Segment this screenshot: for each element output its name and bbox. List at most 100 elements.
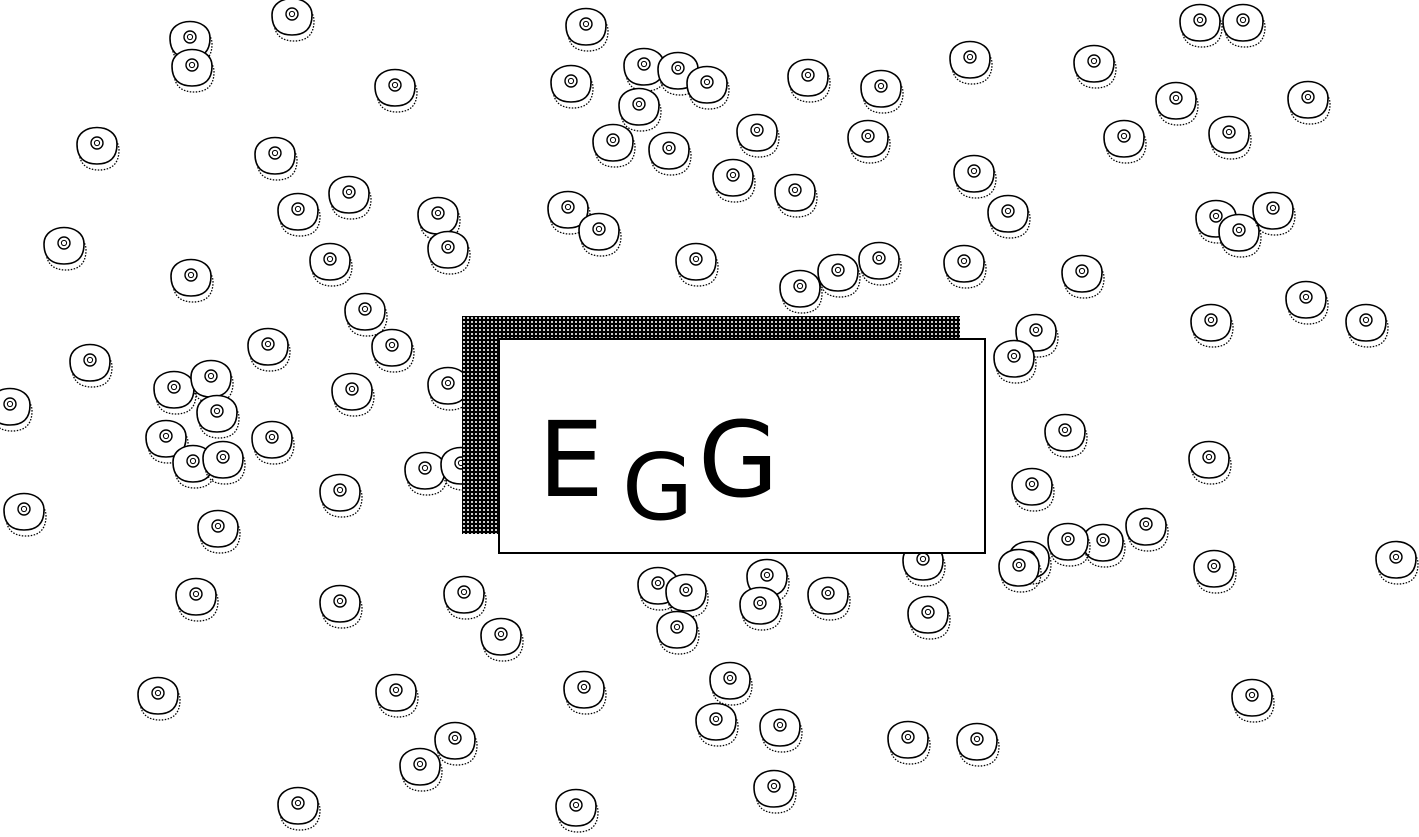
egg-sprite — [987, 194, 1031, 239]
egg-sprite — [331, 372, 375, 417]
egg-sprite — [1044, 413, 1088, 458]
egg-sprite — [623, 47, 667, 92]
game-title: E G G — [500, 340, 984, 552]
egg-sprite — [695, 702, 739, 747]
egg-sprite — [319, 473, 363, 518]
egg-sprite — [1285, 280, 1329, 325]
egg-sprite — [817, 253, 861, 298]
egg-sprite — [860, 69, 904, 114]
egg-sprite — [847, 119, 891, 164]
egg-sprite — [1345, 303, 1389, 348]
egg-sprite — [69, 343, 113, 388]
egg-sprite — [169, 20, 213, 65]
egg-sprite — [1125, 507, 1169, 552]
egg-sprite — [648, 131, 692, 176]
title-letter-g-small: G — [622, 434, 694, 541]
egg-sprite — [434, 721, 478, 766]
egg-sprite — [76, 126, 120, 171]
egg-sprite — [759, 708, 803, 753]
egg-sprite — [175, 577, 219, 622]
egg-sprite — [1155, 81, 1199, 126]
egg-sprite — [1179, 3, 1223, 48]
egg-sprite — [1375, 540, 1419, 585]
egg-sprite — [427, 230, 471, 275]
egg-sprite — [344, 292, 388, 337]
egg-sprite — [251, 420, 295, 465]
egg-sprite — [309, 242, 353, 287]
egg-sprite — [1231, 678, 1275, 723]
egg-sprite — [43, 226, 87, 271]
egg-sprite — [137, 676, 181, 721]
egg-sprite — [170, 258, 214, 303]
egg-sprite — [247, 327, 291, 372]
egg-sprite — [993, 339, 1037, 384]
egg-sprite — [943, 244, 987, 289]
egg-sprite — [374, 68, 418, 113]
egg-sprite — [1103, 119, 1147, 164]
egg-sprite — [709, 661, 753, 706]
egg-sprite — [1193, 549, 1237, 594]
egg-sprite — [555, 788, 599, 833]
egg-sprite — [592, 123, 636, 168]
egg-sprite — [319, 584, 363, 629]
egg-sprite — [277, 786, 321, 831]
egg-sprite — [1082, 523, 1126, 568]
egg-sprite — [953, 154, 997, 199]
egg-sprite — [1287, 80, 1331, 125]
egg-sprite — [375, 673, 419, 718]
egg-sprite — [399, 747, 443, 792]
egg-sprite — [739, 586, 783, 631]
egg-sprite — [807, 576, 851, 621]
egg-sprite — [907, 595, 951, 640]
title-card: E G G — [498, 338, 986, 554]
egg-sprite — [197, 509, 241, 554]
egg-sprite — [998, 548, 1042, 593]
egg-sprite — [254, 136, 298, 181]
egg-sprite — [417, 196, 461, 241]
egg-sprite — [563, 670, 607, 715]
egg-sprite — [578, 212, 622, 257]
egg-sprite — [675, 242, 719, 287]
egg-sprite — [480, 617, 524, 662]
egg-sprite — [328, 175, 372, 220]
egg-sprite — [712, 158, 756, 203]
egg-sprite — [371, 328, 415, 373]
egg-sprite — [153, 370, 197, 415]
title-letter-g-large: G — [698, 399, 779, 521]
egg-sprite — [171, 48, 215, 93]
title-letter-e: E — [538, 399, 604, 521]
egg-sprite — [1073, 44, 1117, 89]
egg-sprite — [196, 394, 240, 439]
egg-sprite — [0, 387, 33, 432]
egg-sprite — [774, 173, 818, 218]
egg-sprite — [1222, 3, 1266, 48]
egg-sprite — [277, 192, 321, 237]
egg-sprite — [145, 419, 189, 464]
egg-sprite — [1190, 303, 1234, 348]
egg-sprite — [1011, 467, 1055, 512]
egg-sprite — [665, 573, 709, 618]
egg-sprite — [3, 492, 47, 537]
egg-sprite — [686, 65, 730, 110]
egg-sprite — [1252, 191, 1296, 236]
egg-sprite — [618, 87, 662, 132]
egg-sprite — [779, 269, 823, 314]
egg-sprite — [949, 40, 993, 85]
egg-sprite — [1188, 440, 1232, 485]
egg-sprite — [1061, 254, 1105, 299]
egg-sprite — [858, 241, 902, 286]
egg-sprite — [550, 64, 594, 109]
egg-sprite — [956, 722, 1000, 767]
egg-sprite — [787, 58, 831, 103]
egg-sprite — [887, 720, 931, 765]
egg-sprite — [1047, 522, 1091, 567]
egg-sprite — [1208, 115, 1252, 160]
egg-sprite — [202, 440, 246, 485]
egg-sprite — [753, 769, 797, 814]
egg-sprite — [656, 610, 700, 655]
egg-sprite — [565, 7, 609, 52]
egg-sprite — [736, 113, 780, 158]
egg-sprite — [271, 0, 315, 42]
egg-sprite — [404, 451, 448, 496]
